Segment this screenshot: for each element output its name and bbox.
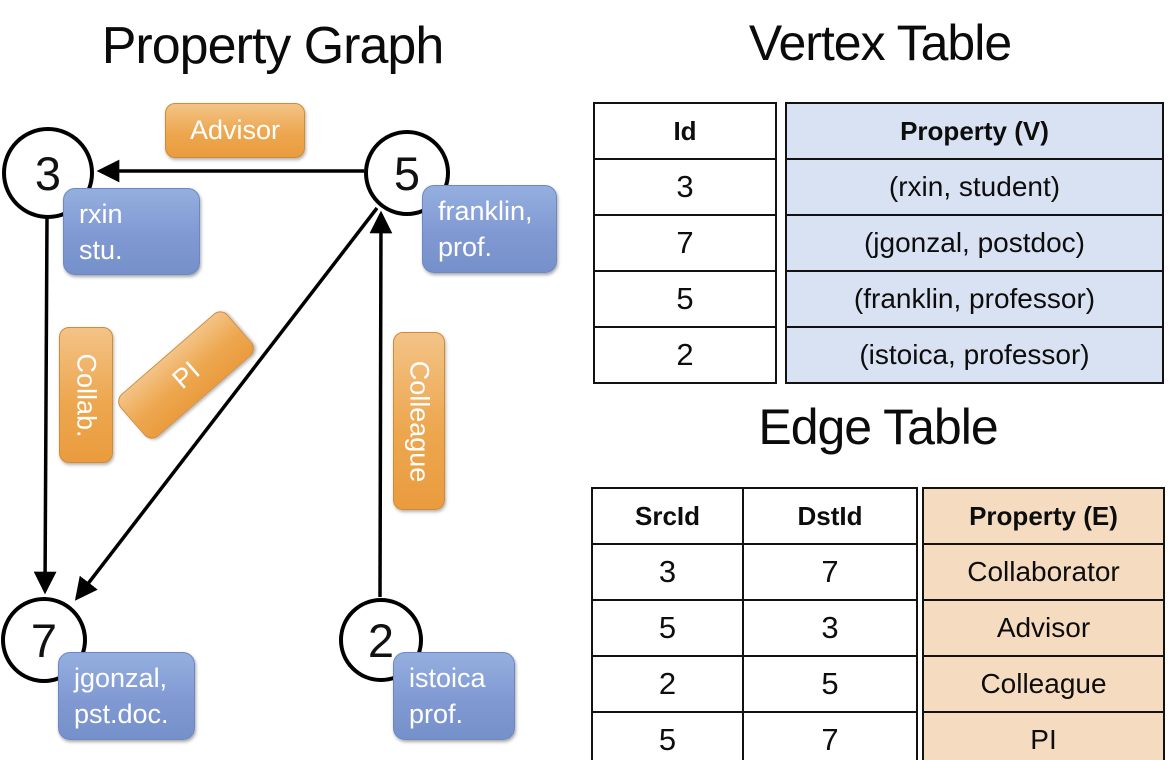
vertex-table-title: Vertex Table [748, 15, 1012, 71]
table-cell: 3 [591, 543, 744, 601]
edge-table-title: Edge Table [758, 399, 998, 455]
table-cell: 5 [591, 711, 744, 760]
edge-label-colleague: Colleague [393, 332, 445, 510]
edge-collab-arrow [33, 216, 57, 595]
vertex-property-box-franklin: franklin, prof. [422, 185, 557, 273]
edge-table-id-columns: SrcId DstId 3 7 5 3 2 5 5 7 [591, 487, 918, 760]
table-cell: (jgonzal, postdoc) [785, 214, 1164, 272]
edge-label-advisor-text: Advisor [189, 115, 281, 145]
vertex-property-box-rxin: rxin stu. [63, 188, 200, 275]
vertex-property-box-istoica: istoica prof. [393, 652, 515, 740]
table-cell: Advisor [922, 599, 1165, 657]
vertex-box-line: istoica [409, 663, 486, 693]
vertex-box-line: franklin, [438, 196, 533, 226]
edge-label-collab: Collab. [59, 327, 113, 463]
node-3-id: 3 [34, 146, 62, 200]
table-cell: (rxin, student) [785, 158, 1164, 216]
node-2-id: 2 [367, 613, 395, 667]
vertex-box-line: jgonzal, [74, 663, 168, 693]
vertex-box-line: pst.doc. [74, 698, 169, 729]
vertex-box-line: stu. [79, 234, 123, 265]
table-cell: Collaborator [922, 543, 1165, 601]
table-cell: 2 [593, 326, 777, 384]
table-cell: 5 [591, 599, 744, 657]
vertex-table-property-column: Property (V) (rxin, student) (jgonzal, p… [785, 102, 1164, 384]
edge-table-header-srcid: SrcId [591, 487, 744, 545]
vertex-table-header-property: Property (V) [785, 102, 1164, 160]
table-cell: 3 [593, 158, 777, 216]
edge-table-header-property: Property (E) [922, 487, 1165, 545]
vertex-table-header-id: Id [593, 102, 777, 160]
graph-edges [33, 159, 393, 601]
edge-label-collab-text: Collab. [71, 352, 102, 438]
edge-colleague-arrow [369, 210, 393, 598]
table-cell: (istoica, professor) [785, 326, 1164, 384]
edge-label-colleague-text: Colleague [404, 360, 435, 482]
vertex-table-id-column: Id 3 7 5 2 [593, 102, 777, 384]
table-cell: 2 [591, 655, 744, 713]
table-cell: (franklin, professor) [785, 270, 1164, 328]
graph-node-5: 5 [364, 130, 450, 216]
table-cell: 7 [593, 214, 777, 272]
edge-label-advisor: Advisor [165, 103, 305, 158]
edge-pi-arrow [74, 206, 379, 601]
graph-node-2: 2 [339, 598, 423, 682]
vertex-box-line: prof. [438, 231, 493, 262]
table-cell: PI [922, 711, 1165, 760]
table-cell: 3 [742, 599, 918, 657]
vertex-box-line: prof. [409, 698, 464, 729]
edge-label-pi-text: PI [166, 354, 206, 395]
vertex-box-line: rxin [79, 199, 123, 229]
table-cell: Colleague [922, 655, 1165, 713]
node-5-id: 5 [393, 146, 421, 200]
edge-table-property-column: Property (E) Collaborator Advisor Collea… [922, 487, 1165, 760]
edge-table-header-dstid: DstId [742, 487, 918, 545]
table-cell: 5 [593, 270, 777, 328]
node-7-id: 7 [30, 613, 58, 667]
property-graph-title: Property Graph [101, 17, 445, 75]
table-cell: 5 [742, 655, 918, 713]
table-cell: 7 [742, 543, 918, 601]
vertex-property-box-jgonzal: jgonzal, pst.doc. [58, 652, 195, 740]
table-cell: 7 [742, 711, 918, 760]
